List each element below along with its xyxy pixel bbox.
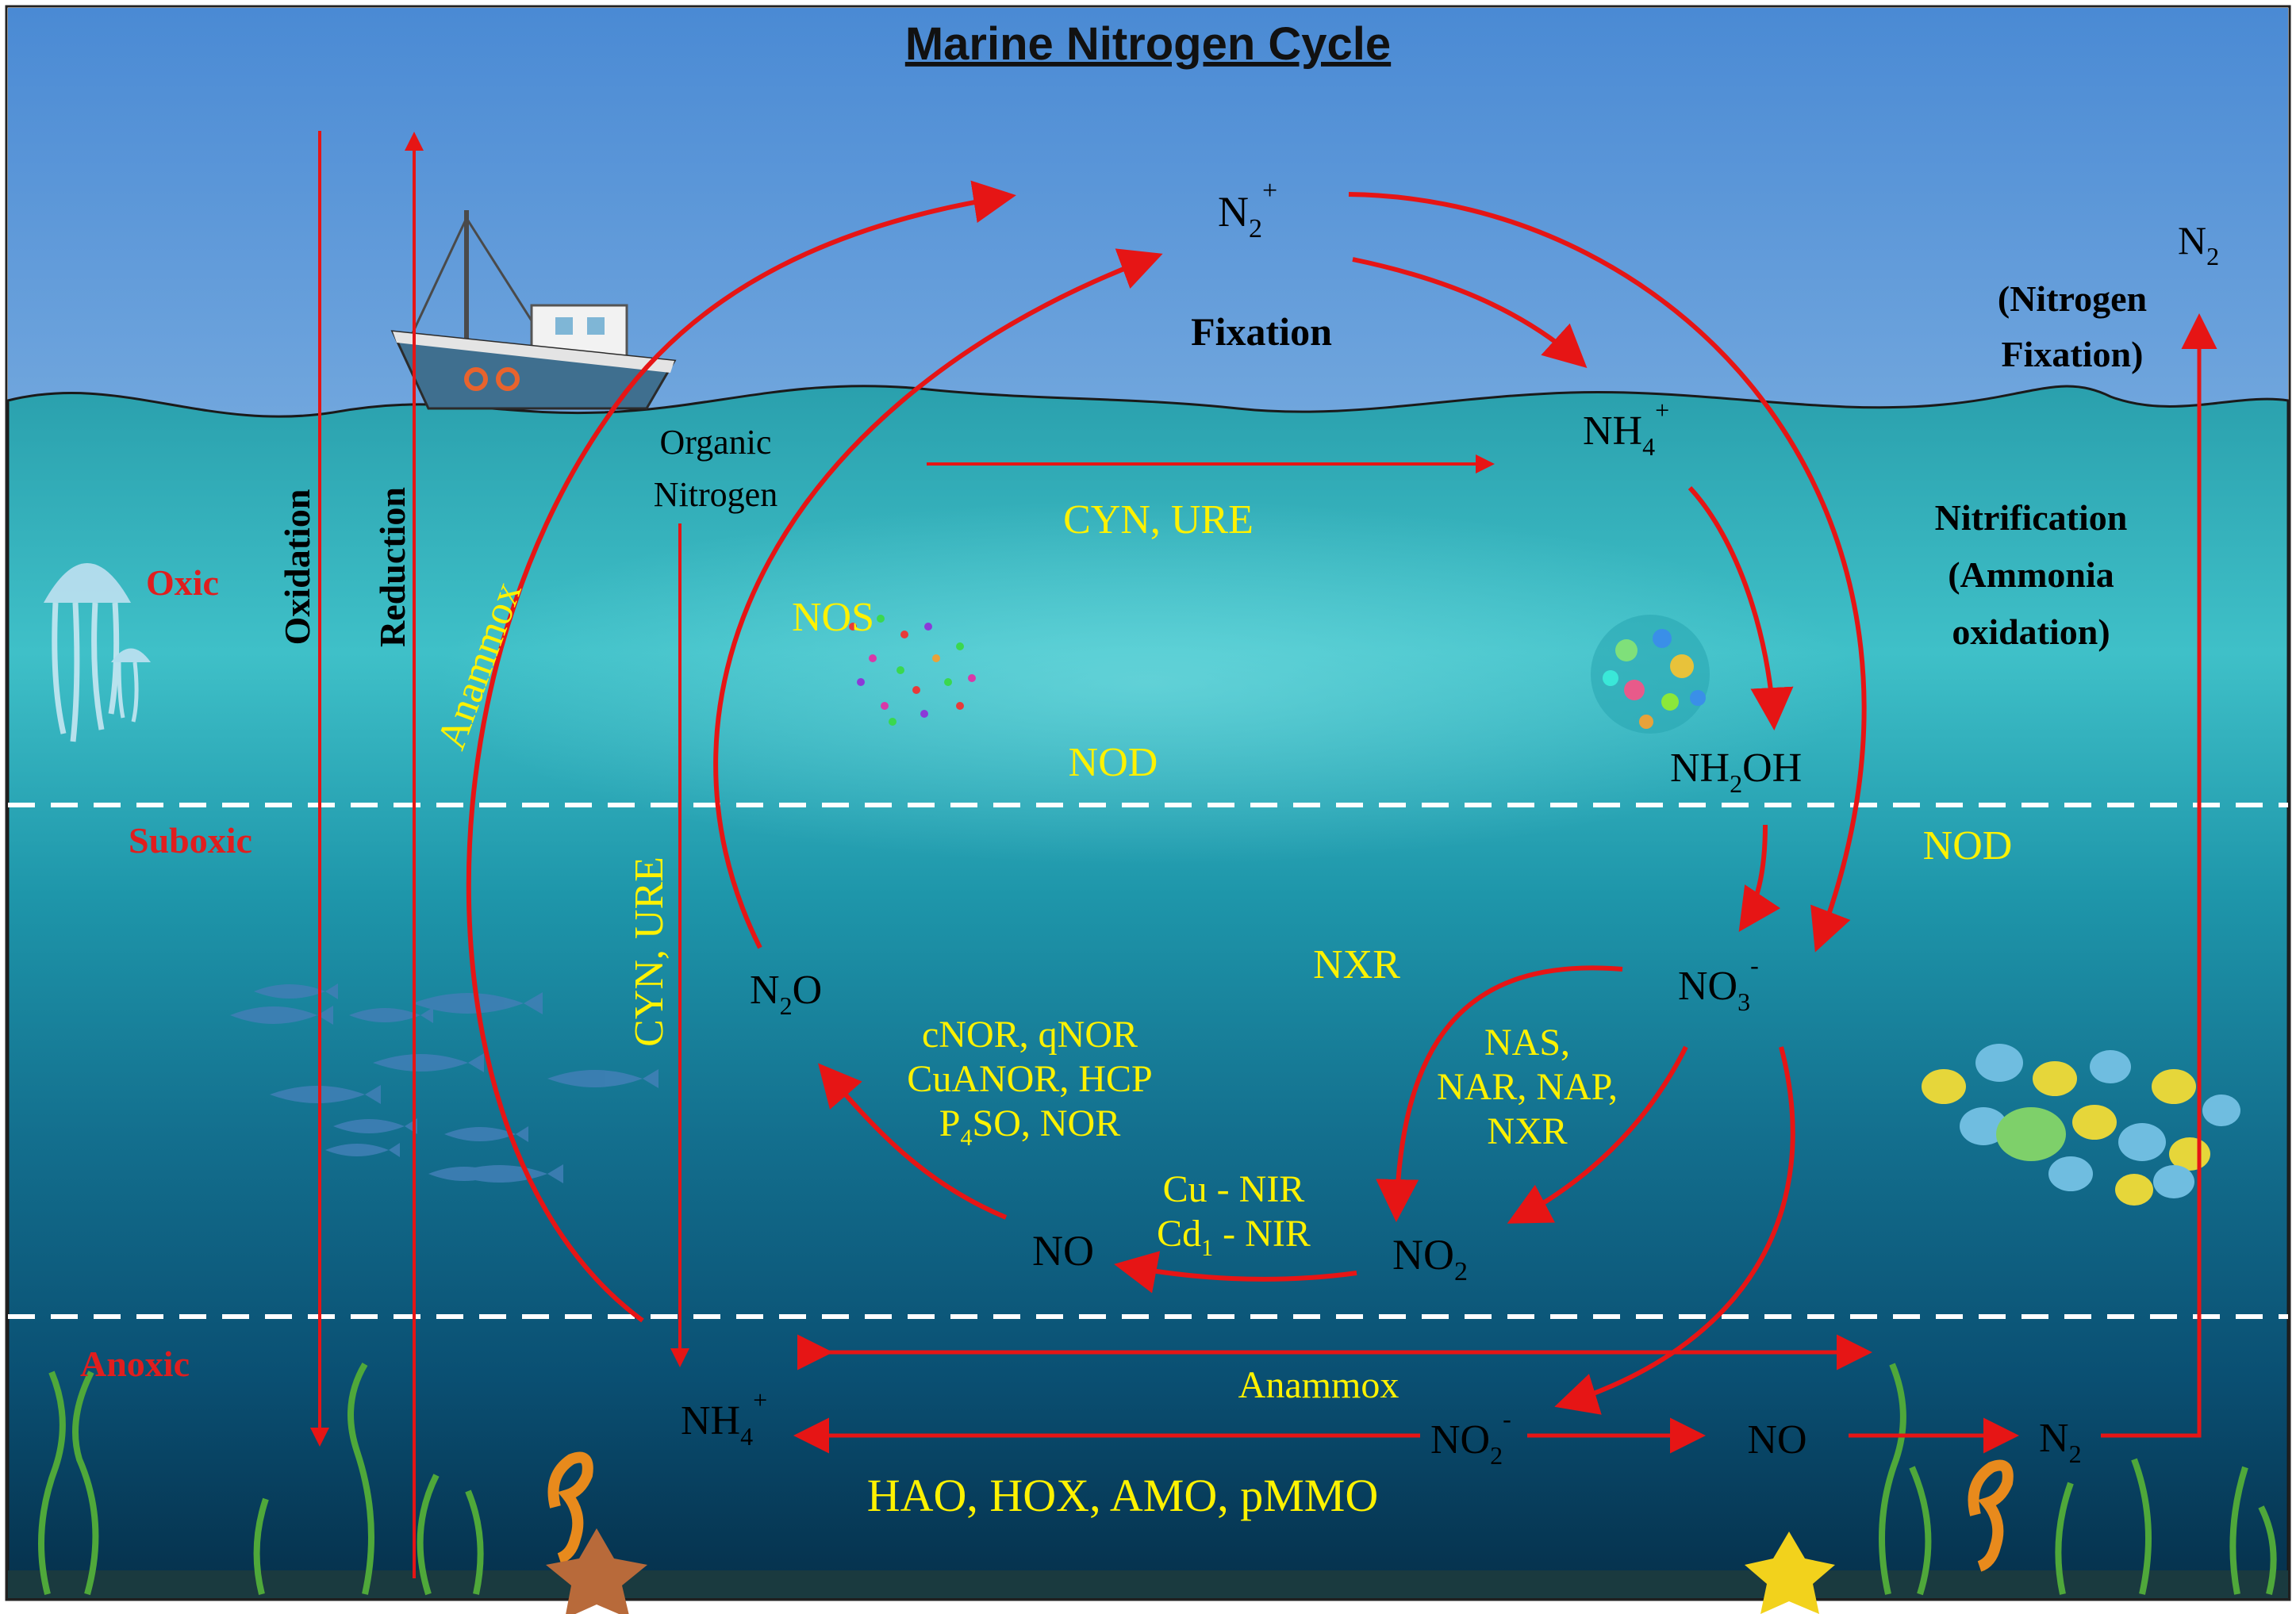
plankton-cluster-icon	[1591, 615, 1710, 734]
nas-enzymes-line1: NAS,	[1484, 1022, 1570, 1064]
n2-to-no3-arc-arrow	[1348, 192, 1867, 953]
species-n2-bottom: N2	[2039, 1416, 2082, 1468]
seabed	[8, 1570, 2288, 1598]
species-no3: NO3-	[1678, 951, 1759, 1016]
seahorse-left-icon	[547, 1451, 593, 1564]
seaweed-left-icon	[38, 1362, 484, 1596]
starfish-left-icon	[546, 1528, 647, 1614]
diagram-title: Marine Nitrogen Cycle	[905, 18, 1391, 70]
nos-particles-icon	[849, 615, 976, 726]
cyn-ure-top-label: CYN, URE	[1063, 497, 1254, 542]
oxidation-label: Oxidation	[277, 489, 317, 646]
n2-escape-arrow	[2101, 313, 2217, 1438]
seaweed-right-icon	[1879, 1363, 2277, 1596]
jellyfish-icon	[44, 563, 151, 742]
no3-to-no2-nas-arrow	[1507, 1045, 1688, 1224]
species-no2-bottom: NO2-	[1430, 1405, 1511, 1470]
species-n2o: N2O	[750, 968, 822, 1020]
fixation-arrow	[1352, 257, 1588, 369]
seahorse-right-icon	[1968, 1459, 2014, 1572]
nir-enzymes-line1: Cu - NIR	[1163, 1168, 1305, 1210]
starfish-right-icon	[1745, 1532, 1835, 1614]
nh4-to-nh2oh-arrow	[1687, 485, 1794, 730]
species-no-mid: NO	[1032, 1227, 1094, 1275]
nas-enzymes-line3: NXR	[1487, 1110, 1567, 1152]
cyn-ure-vertical-label: CYN, URE	[627, 857, 672, 1047]
nor-enzymes-line3: P4SO, NOR	[939, 1102, 1120, 1151]
zone-label-anoxic: Anoxic	[80, 1344, 190, 1384]
nitrogen-fixation-line1: (Nitrogen	[1998, 278, 2147, 319]
species-n2-right: N2	[2178, 218, 2219, 270]
nas-enzymes-line2: NAR, NAP,	[1437, 1066, 1618, 1108]
no2-to-no-arrow	[1114, 1251, 1357, 1294]
nitrogen-fixation-line2: Fixation)	[2002, 334, 2144, 374]
arrows-layer	[310, 131, 2217, 1578]
no3-to-no2-bottom-arrow	[1554, 1046, 1795, 1415]
n2o-to-n2-arrow	[713, 248, 1163, 949]
nod-right-label: NOD	[1923, 823, 2013, 868]
zone-label-suboxic: Suboxic	[129, 820, 252, 861]
nor-enzymes-line1: cNOR, qNOR	[922, 1014, 1138, 1056]
nir-enzymes-line2: Cd1 - NIR	[1157, 1213, 1311, 1261]
species-no2-mid: NO2	[1392, 1231, 1468, 1286]
species-nh2oh: NH2OH	[1670, 746, 1802, 798]
no3-to-no2-nxr-arrow	[1376, 965, 1623, 1222]
species-nh4-top: NH4+	[1583, 396, 1669, 461]
species-nh4-bottom: NH4+	[681, 1386, 767, 1451]
fishing-boat-icon	[390, 210, 677, 410]
nos-label: NOS	[792, 595, 874, 640]
nitrification-line2: (Ammonia	[1948, 554, 2114, 595]
organic-nitrogen-line2: Nitrogen	[654, 475, 777, 514]
organic-nitrogen-line1: Organic	[660, 423, 772, 462]
anammox-arc-arrow	[466, 180, 1016, 1323]
nitrification-line3: oxidation)	[1952, 611, 2110, 652]
nitrification-line1: Nitrification	[1935, 497, 2128, 538]
reduction-label: Reduction	[372, 487, 413, 647]
nor-enzymes-line2: CuANOR, HCP	[907, 1058, 1152, 1100]
species-n2-plus: N2+	[1218, 176, 1277, 243]
nod-center-label: NOD	[1069, 740, 1158, 785]
nh2oh-to-no3-arrow	[1738, 824, 1781, 932]
water-light-glow	[434, 500, 1862, 865]
nxr-label: NXR	[1313, 942, 1400, 987]
hao-enzymes-label: HAO, HOX, AMO, pMMO	[867, 1470, 1379, 1521]
no-to-n2o-arrow	[818, 1063, 1008, 1220]
anammox-bottom-label: Anammox	[1238, 1364, 1399, 1406]
frame-border	[5, 5, 2291, 1601]
species-no-bottom: NO	[1747, 1417, 1806, 1463]
zone-label-oxic: Oxic	[146, 562, 219, 603]
fixation-label: Fixation	[1191, 309, 1332, 354]
